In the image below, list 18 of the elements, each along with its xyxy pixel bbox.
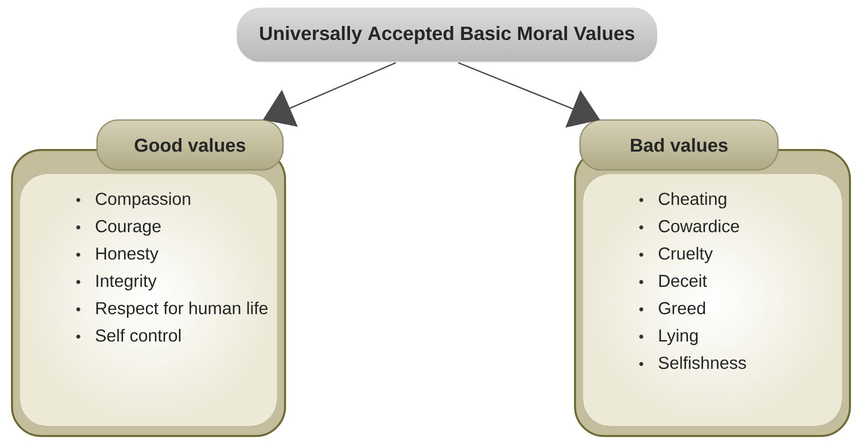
list-item: Compassion <box>76 192 190 208</box>
list-item: Respect for human life <box>76 302 268 318</box>
list-box <box>574 119 851 437</box>
list-item: Self control <box>76 328 180 342</box>
list-item: Deceit <box>639 274 707 287</box>
heading-tab: Good values <box>96 119 284 171</box>
list-item: Selfishness <box>639 356 746 369</box>
list-item: Cheating <box>639 192 726 208</box>
list-item: Courage <box>76 220 161 236</box>
list-item: Cowardice <box>639 220 740 232</box>
list-item: Cruelty <box>639 246 713 264</box>
list-item: Greed <box>639 302 705 314</box>
list-item: Integrity <box>76 274 157 290</box>
title-bar: Universally Accepted Basic Moral Values <box>236 8 658 62</box>
list-item: Lying <box>639 328 698 346</box>
list-item: Honesty <box>76 248 158 264</box>
list-box <box>10 119 286 437</box>
heading-tab: Bad values <box>579 119 779 171</box>
